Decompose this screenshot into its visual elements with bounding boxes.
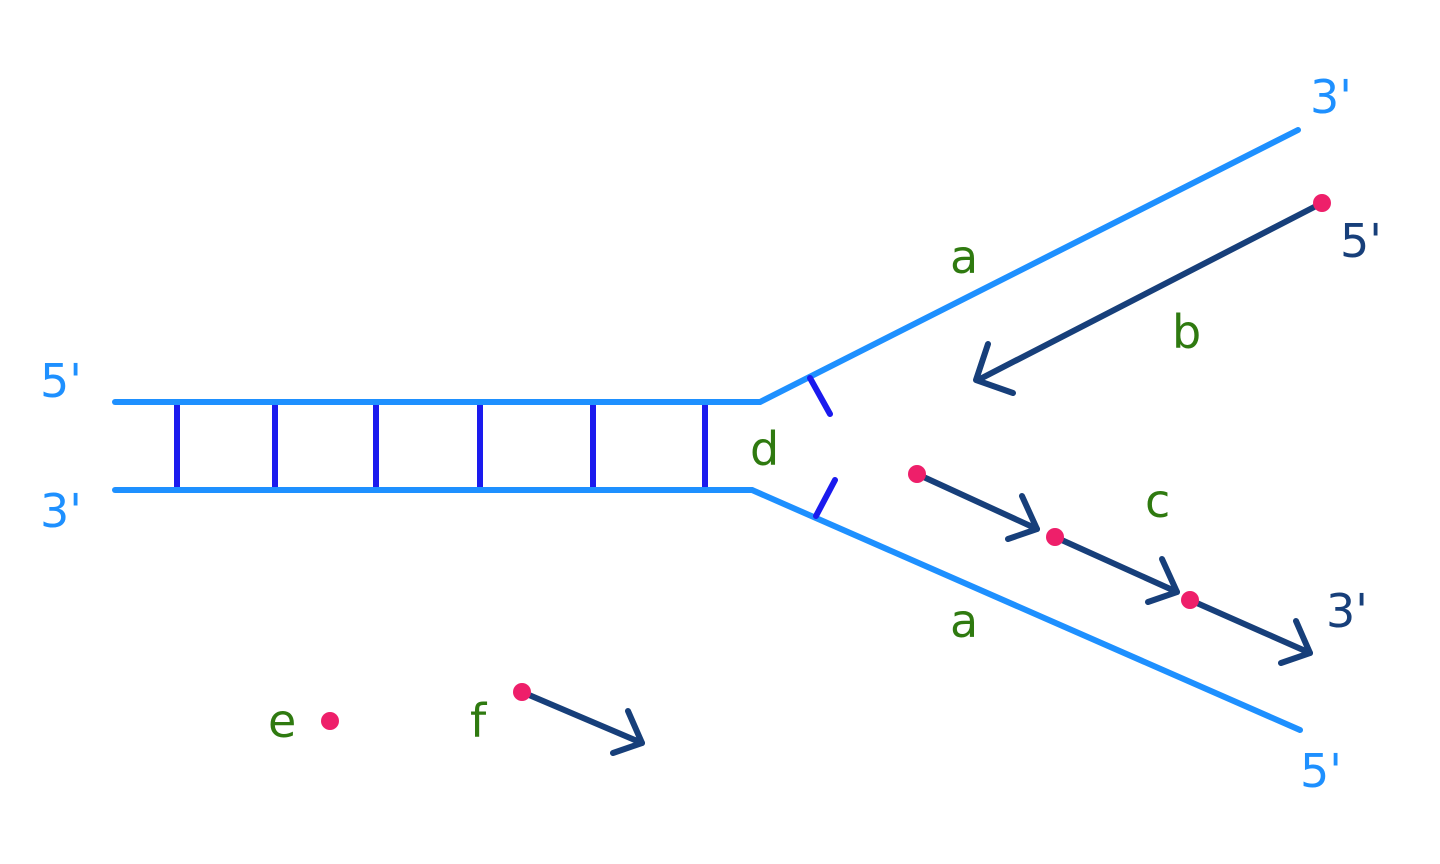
- legend-fragment-line: [519, 689, 645, 746]
- okazaki-arrowhead-3: [1278, 618, 1313, 666]
- okazaki-fragment-2: [1052, 534, 1180, 595]
- label-e: e: [268, 694, 296, 748]
- leading-strand-line: [975, 200, 1325, 383]
- label-c: c: [1145, 474, 1170, 528]
- legend-fragment-arrowhead: [610, 708, 645, 756]
- primer-dot: [908, 465, 926, 483]
- helicase-mark-bottom: [813, 477, 838, 519]
- legend-fragment-primer-dot: [513, 683, 531, 701]
- legend: [321, 683, 645, 756]
- lagging-strand-c: [908, 465, 1313, 666]
- label-a-bottom: a: [950, 594, 978, 648]
- label-a-top: a: [950, 230, 978, 284]
- leading-strand-arrowhead: [973, 341, 1016, 396]
- parental-dna-duplex: [112, 399, 763, 493]
- label-b: b: [1172, 305, 1201, 359]
- label-leading-5prime: 5': [1340, 214, 1382, 268]
- label-f: f: [470, 694, 488, 748]
- template-strand-bottom: [749, 487, 1303, 733]
- leading-strand-b: [973, 194, 1331, 396]
- label-left-bottom-3prime: 3': [40, 484, 82, 538]
- base-pairs: [174, 405, 708, 487]
- helicase-mark-top: [807, 375, 833, 417]
- label-bottom-right-5prime: 5': [1300, 744, 1342, 798]
- label-top-right-3prime: 3': [1310, 70, 1352, 124]
- template-strand-top: [757, 127, 1301, 405]
- primer-dot: [1046, 528, 1064, 546]
- okazaki-arrowhead-2: [1145, 556, 1180, 605]
- label-d: d: [750, 422, 779, 476]
- helicase-marks: [807, 375, 838, 519]
- label-left-top-5prime: 5': [40, 354, 82, 408]
- label-lagging-3prime: 3': [1326, 584, 1368, 638]
- primer-dot: [1181, 591, 1199, 609]
- okazaki-fragment-3: [1187, 597, 1313, 656]
- primer-dot: [1313, 194, 1331, 212]
- legend-primer-dot: [321, 712, 339, 730]
- okazaki-arrowhead-1: [1005, 493, 1040, 542]
- okazaki-fragment-1: [914, 471, 1040, 532]
